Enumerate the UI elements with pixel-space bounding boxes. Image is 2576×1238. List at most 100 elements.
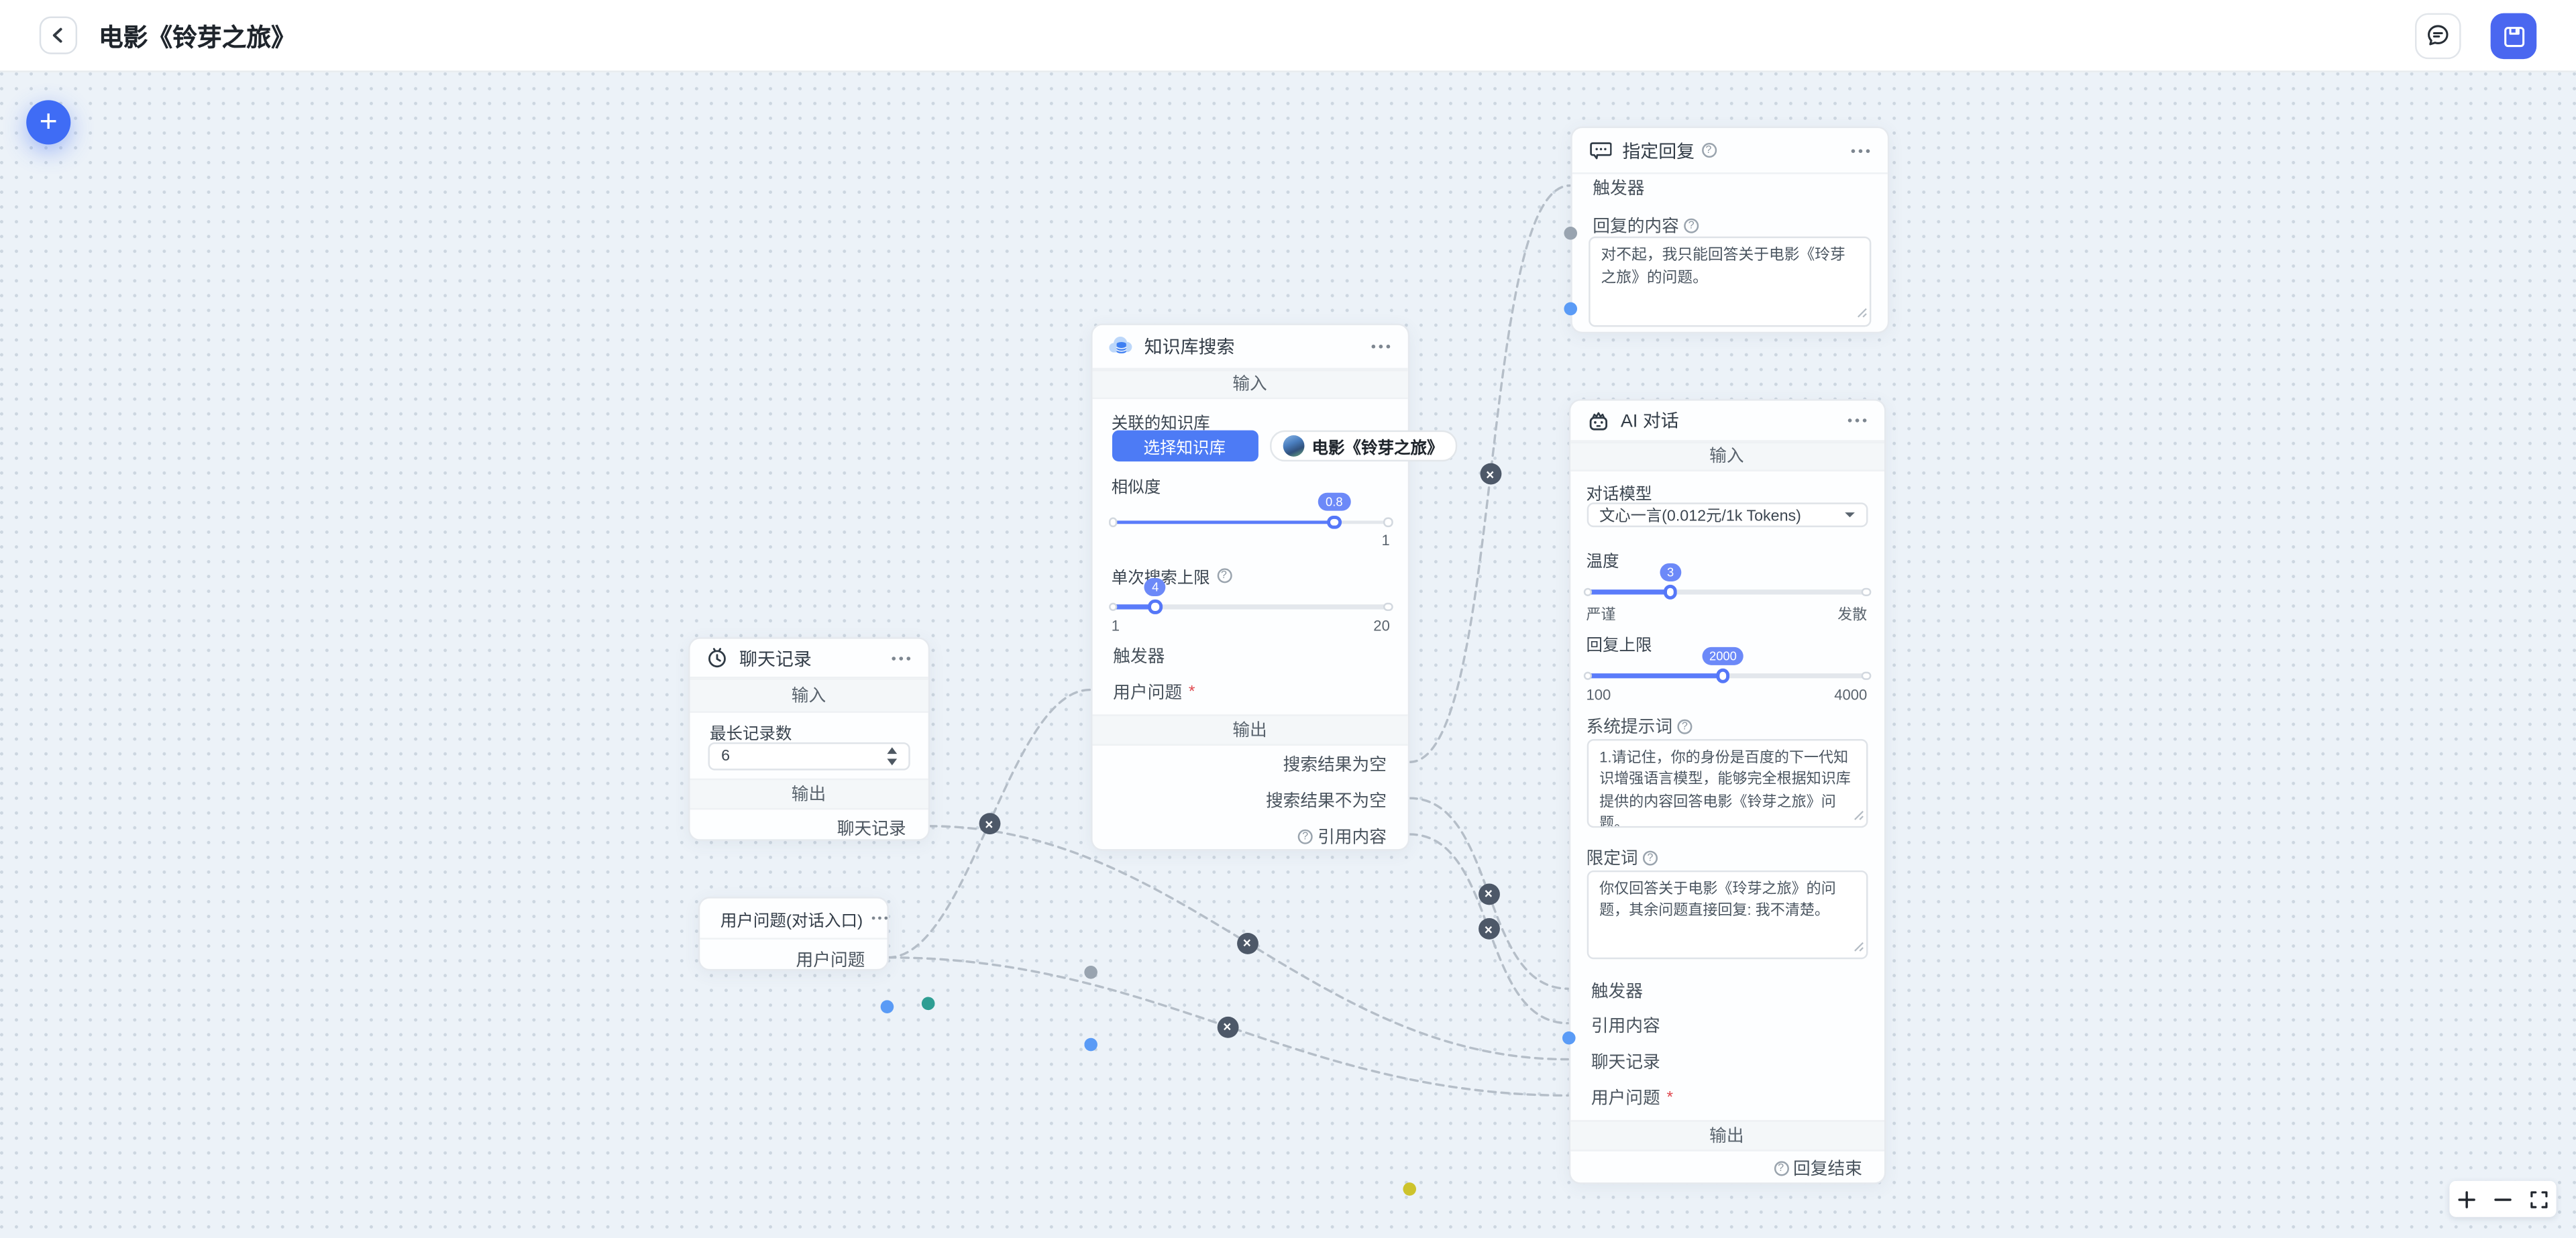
port-user-question-in[interactable] xyxy=(1084,1037,1097,1052)
search-limit-slider[interactable]: 4 xyxy=(1108,577,1393,615)
select-kb-button[interactable]: 选择知识库 xyxy=(1111,429,1258,461)
edge-delete-button[interactable]: × xyxy=(978,813,1000,835)
help-icon[interactable]: ? xyxy=(1677,718,1693,734)
required-mark: * xyxy=(1666,1088,1674,1107)
model-select[interactable]: 文心一言(0.012元/1k Tokens) xyxy=(1586,502,1868,526)
system-prompt-textarea[interactable]: 1.请记住，你的身份是百度的下一代知识增强语言模型，能够完全根据知识库提供的内容… xyxy=(1586,738,1868,828)
slider-end-right xyxy=(1384,602,1393,612)
reply-limit-scale: 100 4000 xyxy=(1586,685,1867,701)
node-title: 知识库搜索 xyxy=(1144,337,1235,358)
similarity-value-bubble: 0.8 xyxy=(1318,492,1350,511)
qualifier-label: 限定词 xyxy=(1586,849,1638,869)
output-row-not-empty: 搜索结果不为空 xyxy=(1091,787,1407,813)
resize-grip-icon[interactable] xyxy=(1851,808,1864,822)
port-system-prompt-in[interactable] xyxy=(1562,1031,1576,1045)
node-user-question[interactable]: 用户问题(对话入口) 用户问题 xyxy=(697,897,894,1014)
port-trigger-in[interactable] xyxy=(1084,966,1097,979)
similarity-label: 相似度 xyxy=(1111,480,1161,498)
node-header[interactable]: 聊天记录 xyxy=(690,639,928,679)
flow-canvas[interactable]: × × × × × × + 聊天记录 输入 最长记录数 6 xyxy=(0,72,2576,1238)
help-icon[interactable]: ? xyxy=(1297,828,1313,844)
user-question-label: 用户问题 xyxy=(1113,682,1183,702)
resize-grip-icon[interactable] xyxy=(1854,306,1868,319)
node-header[interactable]: 指定回复 ? xyxy=(1571,128,1887,174)
slider-end-left xyxy=(1108,517,1118,527)
stepper-up-icon[interactable] xyxy=(886,747,896,754)
node-kb-search[interactable]: 知识库搜索 输入 关联的知识库 选择知识库 电影《铃芽之旅》 相似度 xyxy=(1084,323,1457,1196)
node-title: 聊天记录 xyxy=(739,649,812,669)
help-icon[interactable]: ? xyxy=(1642,850,1658,866)
edge-delete-button[interactable]: × xyxy=(1216,1015,1238,1037)
port-trigger-in[interactable] xyxy=(1564,226,1578,240)
slider-handle[interactable] xyxy=(1715,668,1730,683)
slider-track[interactable] xyxy=(1586,589,1868,595)
reply-limit-value-bubble: 2000 xyxy=(1701,646,1744,665)
edge-delete-button[interactable]: × xyxy=(1479,463,1501,485)
save-button[interactable] xyxy=(2490,13,2537,60)
trigger-label: 触发器 xyxy=(1593,178,1645,199)
output-row-user-question: 用户问题 xyxy=(699,946,894,1014)
robot-icon xyxy=(1589,411,1607,430)
slider-handle[interactable] xyxy=(1327,514,1342,530)
reply-content-textarea[interactable]: 对不起，我只能回答关于电影《玲芽之旅》的问题。 xyxy=(1587,236,1871,327)
chat-bubble-icon xyxy=(2428,25,2449,46)
temperature-slider[interactable]: 3 xyxy=(1582,562,1871,600)
add-node-button[interactable]: + xyxy=(26,100,71,145)
kb-chip[interactable]: 电影《铃芽之旅》 xyxy=(1269,429,1457,461)
node-title: 指定回复 ? xyxy=(1622,137,1837,163)
help-icon[interactable]: ? xyxy=(1216,568,1232,583)
search-limit-max-label: 20 xyxy=(1373,616,1390,634)
port-chat-history-out[interactable] xyxy=(921,997,935,1010)
number-stepper[interactable] xyxy=(886,747,896,765)
back-button[interactable] xyxy=(39,16,78,54)
node-fixed-reply[interactable]: 指定回复 ? 触发器 回复的内容 ? 对不起，我只能回答关于电影《玲芽之旅》的问… xyxy=(1564,126,1889,334)
kebab-menu-icon[interactable] xyxy=(871,915,889,921)
slider-handle[interactable] xyxy=(1148,600,1163,614)
max-records-input[interactable]: 6 xyxy=(708,742,910,771)
out-quote-label: 引用内容 xyxy=(1318,827,1387,847)
preview-chat-button[interactable] xyxy=(2415,13,2461,60)
port-result-empty-out[interactable] xyxy=(1402,1182,1415,1196)
chevron-down-icon xyxy=(1843,512,1854,517)
output-row-quote: ? 引用内容 xyxy=(1091,823,1407,849)
node-header[interactable]: 知识库搜索 xyxy=(1091,325,1408,369)
node-chat-history[interactable]: 聊天记录 输入 最长记录数 6 输出 聊天记录 xyxy=(688,637,935,1010)
node-title: AI 对话 xyxy=(1620,412,1679,433)
out-empty-label: 搜索结果为空 xyxy=(1283,754,1387,775)
kebab-menu-icon[interactable] xyxy=(1370,343,1391,349)
model-value: 文心一言(0.012元/1k Tokens) xyxy=(1599,508,1801,526)
required-mark: * xyxy=(1188,682,1195,701)
fit-view-button[interactable] xyxy=(2524,1184,2553,1214)
edge-delete-button[interactable]: × xyxy=(1477,917,1499,940)
node-ai-chat[interactable]: AI 对话 输入 对话模型 文心一言(0.012元/1k Tokens) 温度 … xyxy=(1562,399,1886,1184)
port-content-in[interactable] xyxy=(1564,302,1578,316)
resize-grip-icon[interactable] xyxy=(1851,940,1864,953)
input-row-user-question: 用户问题* xyxy=(1570,1084,1884,1110)
input-band: 输入 xyxy=(1091,368,1408,400)
input-row-chat-history: 聊天记录 xyxy=(1570,1049,1884,1075)
reply-limit-label: 回复上限 xyxy=(1586,637,1652,656)
slider-handle[interactable] xyxy=(1663,585,1678,600)
edge-delete-button[interactable]: × xyxy=(1236,932,1258,954)
knowledge-base-icon xyxy=(1108,337,1132,354)
help-icon[interactable]: ? xyxy=(1701,143,1716,158)
similarity-slider[interactable]: 0.8 xyxy=(1108,492,1393,530)
qualifier-textarea[interactable]: 你仅回答关于电影《玲芽之旅》的问题，其余问题直接回复: 我不清楚。 xyxy=(1586,869,1868,960)
slider-fill xyxy=(1111,604,1156,610)
zoom-in-button[interactable] xyxy=(2453,1184,2482,1214)
port-user-question-out[interactable] xyxy=(880,1000,894,1014)
node-header[interactable]: AI 对话 xyxy=(1570,401,1884,442)
stepper-down-icon[interactable] xyxy=(886,758,896,765)
edge-delete-button[interactable]: × xyxy=(1477,883,1499,905)
help-icon[interactable]: ? xyxy=(1773,1161,1788,1176)
node-header[interactable]: 用户问题(对话入口) xyxy=(699,899,889,940)
zoom-out-button[interactable] xyxy=(2488,1184,2518,1214)
kebab-menu-icon[interactable] xyxy=(890,655,911,661)
input-band: 输入 xyxy=(1570,441,1884,471)
kebab-menu-icon[interactable] xyxy=(1849,147,1870,154)
help-icon[interactable]: ? xyxy=(1684,217,1699,233)
output-port-label: 用户问题 xyxy=(796,950,865,970)
slider-track[interactable] xyxy=(1111,604,1390,610)
kebab-menu-icon[interactable] xyxy=(1845,417,1867,424)
reply-limit-slider[interactable]: 2000 xyxy=(1582,646,1871,684)
